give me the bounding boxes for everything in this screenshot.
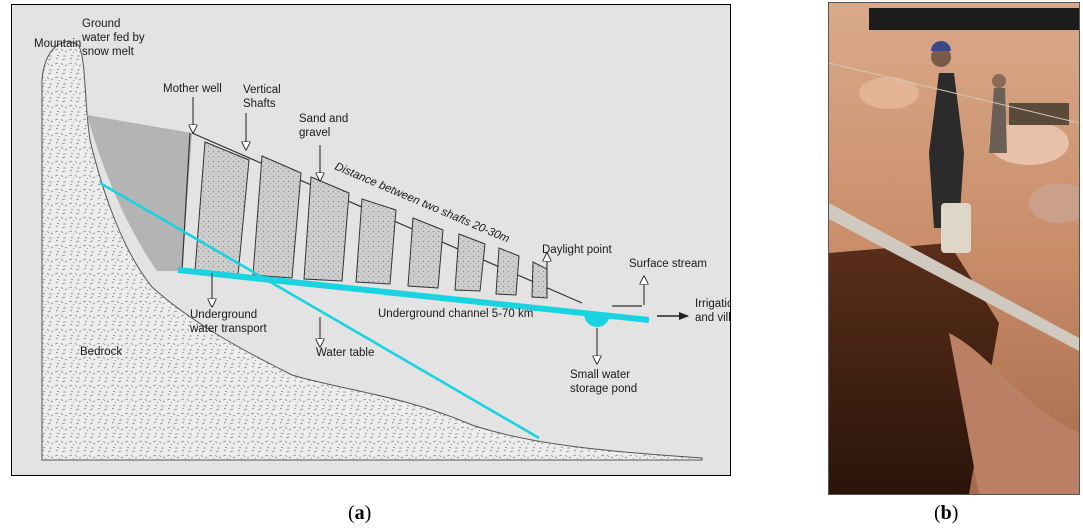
label-mountain: Mountain <box>34 38 81 50</box>
vertical-shaft <box>303 176 350 282</box>
black-beam <box>869 8 1079 30</box>
rope <box>829 62 1079 124</box>
label-mother-well: Mother well <box>163 83 222 95</box>
plank <box>829 203 1079 351</box>
mother-well-wall <box>181 132 191 272</box>
vertical-shaft <box>495 247 520 296</box>
label-daylight-point: Daylight point <box>542 244 612 256</box>
label-sand-gravel-2: gravel <box>299 127 330 139</box>
rock <box>989 121 1069 165</box>
label-irrigation-2: and villages <box>695 312 730 324</box>
windlass <box>1009 103 1069 125</box>
qanat-diagram: Mountain Ground water fed by snow melt M… <box>12 5 730 475</box>
excavation-pit <box>829 243 999 494</box>
caption-a: (a) <box>348 502 371 525</box>
water-table-line <box>99 181 540 440</box>
vertical-shaft <box>252 155 302 279</box>
caption-a-close: ) <box>364 502 372 524</box>
label-bedrock: Bedrock <box>80 346 122 358</box>
label-underground-transport-2: water transport <box>189 323 268 335</box>
label-storage-pond-2: storage pond <box>570 383 637 395</box>
caption-b: (b) <box>934 502 958 525</box>
worker-body <box>929 73 964 228</box>
second-worker-head <box>992 74 1006 88</box>
rock <box>1029 183 1079 223</box>
label-vertical-shafts-2: Shafts <box>243 98 276 110</box>
underground-channel <box>177 267 650 323</box>
water-bucket <box>941 203 971 253</box>
qanat-excavation-photo <box>828 2 1080 495</box>
vertical-shaft <box>355 198 397 285</box>
photo-illustration <box>829 3 1079 494</box>
label-irrigation-1: Irrigation areas <box>695 298 730 310</box>
worker-head <box>931 47 951 67</box>
storage-pond <box>583 313 610 328</box>
caption-b-close: ) <box>951 502 959 524</box>
caption-a-open: ( <box>348 502 355 524</box>
pit-wall <box>949 333 1079 494</box>
label-ground-water-2: water fed by <box>81 32 145 44</box>
qanat-diagram-panel: Mountain Ground water fed by snow melt M… <box>11 4 731 476</box>
label-ground-water-1: Ground <box>82 18 120 30</box>
bedrock-mountain <box>41 41 703 461</box>
label-water-table: Water table <box>316 347 374 359</box>
rock <box>859 77 919 109</box>
label-ground-water-3: snow melt <box>82 46 135 58</box>
label-vertical-shafts-1: Vertical <box>243 84 281 96</box>
aquifer-zone <box>87 115 192 271</box>
caption-b-open: ( <box>934 502 941 524</box>
label-underground-transport-1: Underground <box>190 309 257 321</box>
caption-a-letter: a <box>354 502 365 524</box>
label-sand-gravel-1: Sand and <box>299 113 348 125</box>
vertical-shaft <box>454 233 486 292</box>
caption-b-letter: b <box>940 502 952 524</box>
label-underground-channel: Underground channel 5-70 km <box>378 308 533 320</box>
worker-cap <box>931 41 951 51</box>
vertical-shaft <box>407 217 444 289</box>
vertical-shaft <box>531 261 548 299</box>
label-surface-stream: Surface stream <box>629 258 707 270</box>
label-storage-pond-1: Small water <box>570 369 630 381</box>
vertical-shafts <box>194 141 548 299</box>
